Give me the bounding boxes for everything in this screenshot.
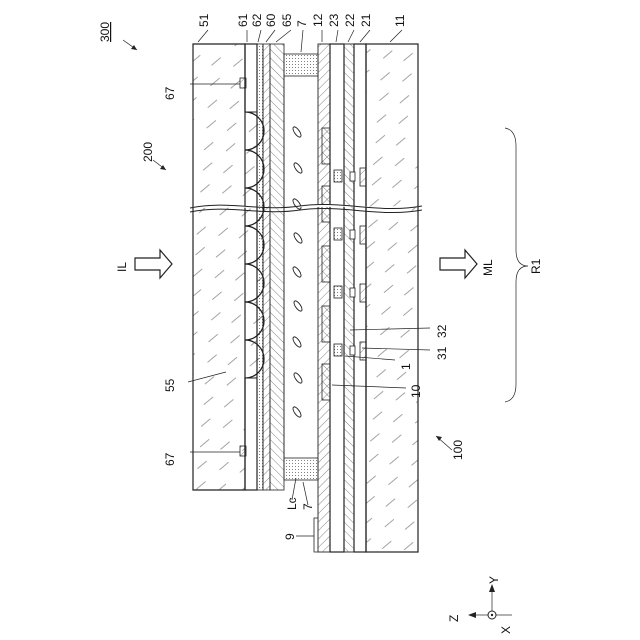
- label-300: 300: [98, 22, 112, 42]
- label-51: 51: [197, 13, 211, 27]
- label-62: 62: [250, 13, 264, 27]
- layer-22: [344, 44, 354, 552]
- label-100: 100: [451, 440, 465, 460]
- label-22: 22: [343, 13, 357, 27]
- seal-7-bottom: [284, 458, 318, 480]
- label-200: 200: [141, 142, 155, 162]
- label-10: 10: [409, 384, 423, 398]
- axis-indicator: [468, 584, 512, 619]
- seal-7-top: [284, 54, 318, 76]
- label-7-bottom: 7: [301, 503, 315, 510]
- element-67-top: [240, 78, 246, 88]
- layer-62: [257, 44, 263, 490]
- layer-60: [263, 44, 270, 490]
- label-1: 1: [399, 363, 413, 370]
- label-23: 23: [327, 13, 341, 27]
- arrow-ML: [440, 250, 477, 278]
- layer-12: [318, 44, 330, 552]
- label-21: 21: [359, 13, 373, 27]
- label-12: 12: [311, 13, 325, 27]
- axis-label-X: X: [499, 626, 513, 634]
- liquid-crystal-molecules: [292, 126, 304, 419]
- lens-substrate-51: [193, 44, 264, 490]
- label-67-top: 67: [163, 86, 177, 100]
- layer-65: [270, 44, 284, 490]
- arrow-IL: [135, 250, 172, 278]
- element-67-bottom: [240, 446, 246, 456]
- label-61: 61: [236, 13, 250, 27]
- label-60: 60: [264, 13, 278, 27]
- label-9: 9: [283, 533, 297, 540]
- label-Lc: Lc: [285, 497, 299, 510]
- axis-label-Z: Z: [447, 615, 461, 622]
- label-32: 32: [435, 324, 449, 338]
- label-65: 65: [280, 13, 294, 27]
- label-R1: R1: [529, 258, 543, 274]
- label-55: 55: [163, 378, 177, 392]
- brace-R1: [505, 128, 528, 402]
- label-IL: IL: [115, 262, 129, 272]
- label-31: 31: [435, 346, 449, 360]
- label-ML: ML: [481, 259, 495, 276]
- terminal-9: [314, 518, 318, 552]
- axis-label-Y: Y: [487, 576, 501, 584]
- label-7-top: 7: [295, 20, 309, 27]
- substrate-11: [366, 44, 418, 552]
- label-11: 11: [393, 14, 407, 27]
- label-67-bottom: 67: [163, 452, 177, 466]
